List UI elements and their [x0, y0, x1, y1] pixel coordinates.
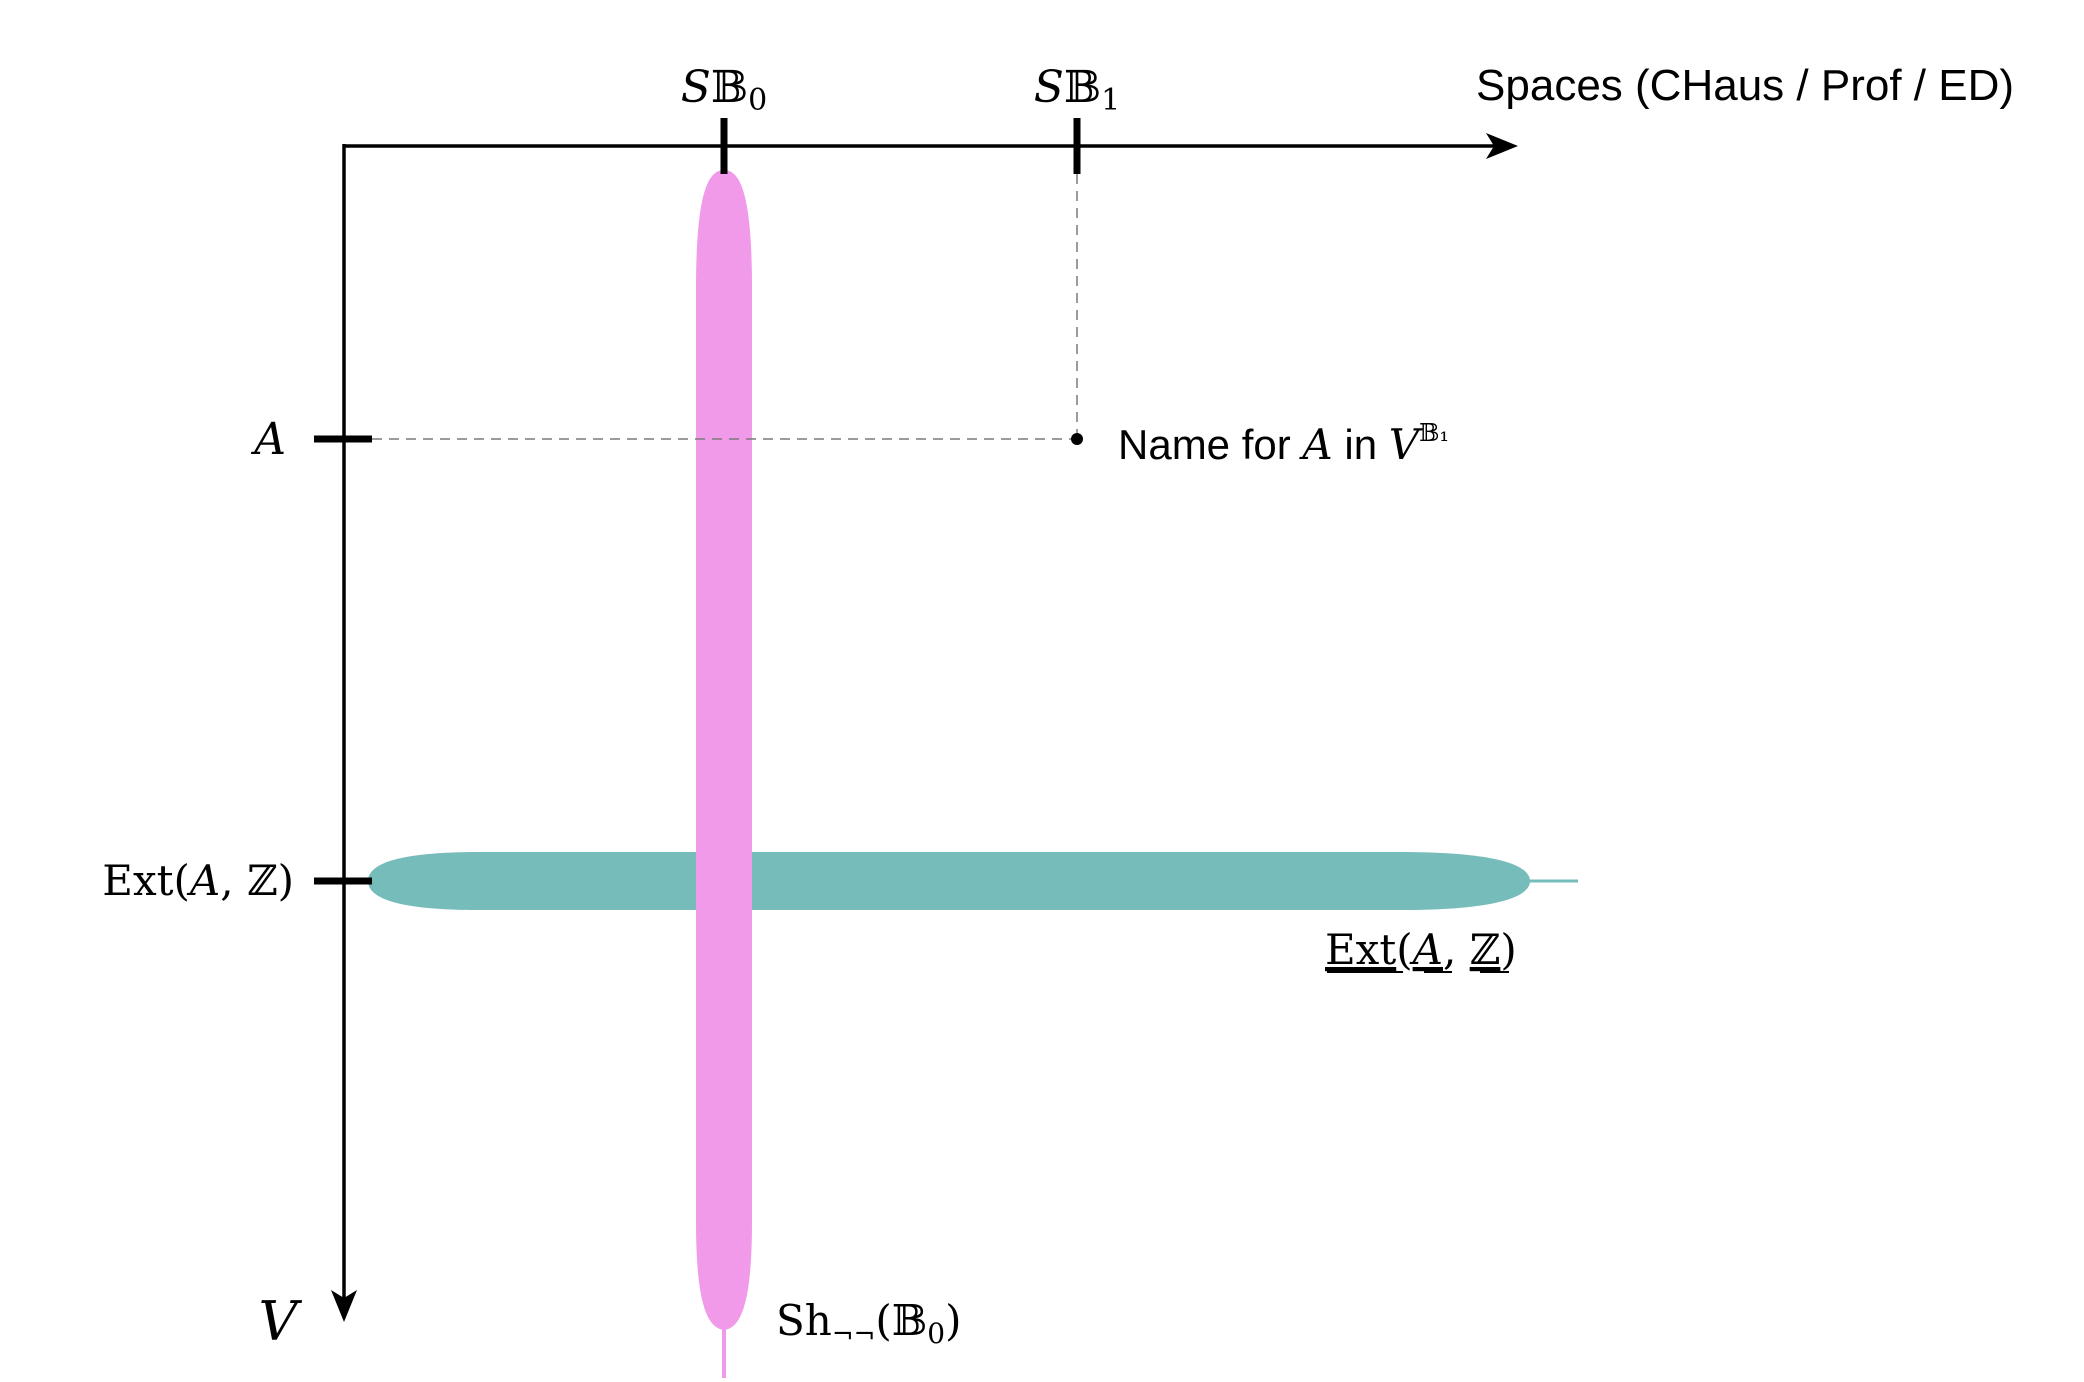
teal-band: [368, 852, 1578, 910]
name-point-label: Name for A in V𝔹₁: [1118, 419, 1449, 469]
x-tick-label-sb0: S𝔹0: [681, 62, 767, 118]
teal-band-label: Ext(A, ℤ): [1325, 925, 1517, 974]
pink-band-label: Sh¬¬(𝔹0): [776, 1296, 962, 1350]
pink-band: [696, 170, 752, 1378]
y-axis-label: V: [259, 1290, 303, 1353]
pink-band-body: [696, 170, 752, 1330]
teal-band-body: [368, 852, 1530, 910]
x-axis-label: Spaces (CHaus / Prof / ED): [1476, 61, 2014, 110]
x-tick-label-sb1: S𝔹1: [1034, 62, 1120, 118]
name-point: [1071, 433, 1083, 445]
pink-band-crossing: [696, 852, 752, 910]
y-axis-arrowhead: [331, 1290, 357, 1322]
y-tick-label-a: A: [250, 414, 286, 465]
x-axis-arrowhead: [1486, 133, 1518, 159]
y-tick-label-ext: Ext(A, ℤ): [102, 856, 294, 905]
